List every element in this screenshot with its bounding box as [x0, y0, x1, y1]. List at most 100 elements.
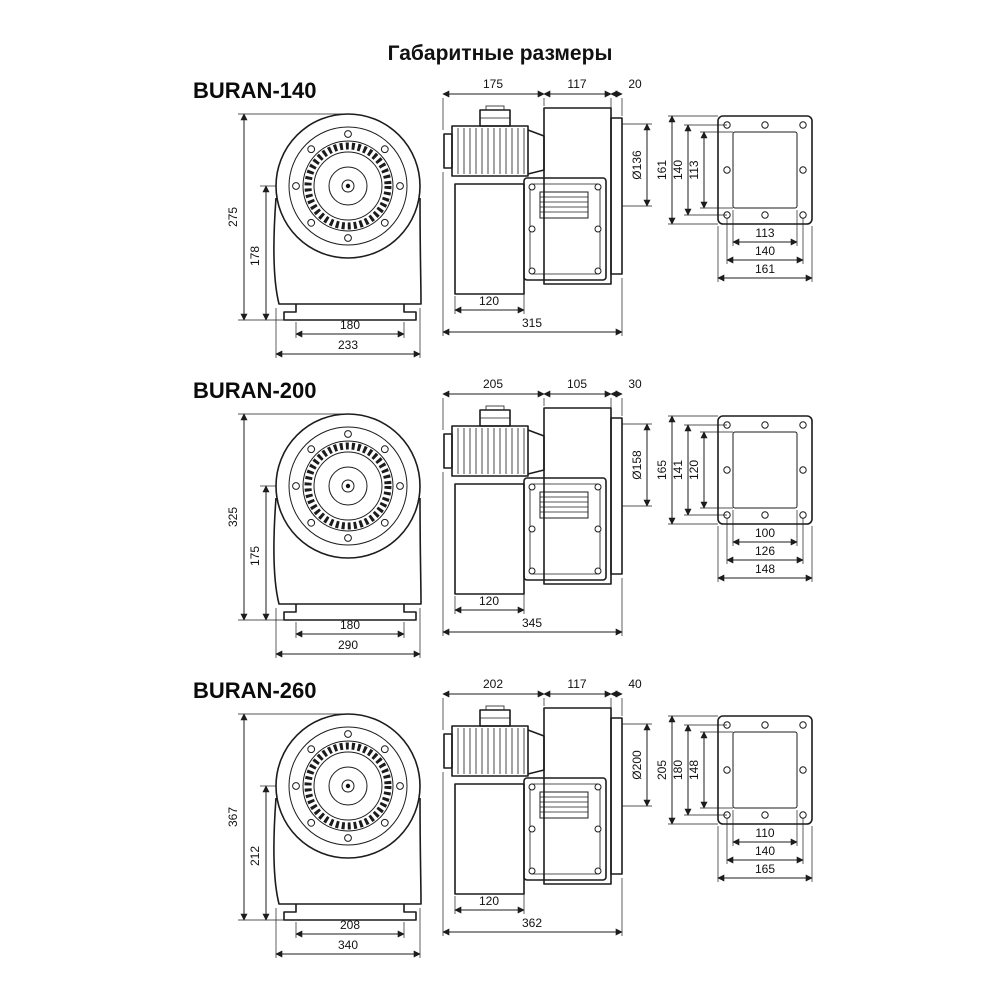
flange-opening [732, 431, 798, 509]
front-width-total-dim: 233 [338, 338, 358, 352]
fan-volute [273, 497, 422, 605]
flange-vert-bolts-dim: 140 [671, 160, 685, 180]
flange-vert-inner-dim: 113 [687, 160, 701, 179]
model-name: BURAN-260 [193, 678, 316, 703]
model-name: BURAN-200 [193, 378, 316, 403]
side-base-length-dim: 120 [479, 294, 499, 308]
side-casing-depth-dim: 117 [567, 677, 586, 691]
front-width-base-dim: 180 [340, 318, 360, 332]
side-total-length-dim: 345 [522, 616, 542, 630]
side-inlet-diameter-dim: Ø158 [630, 450, 644, 480]
back-flange [610, 717, 623, 875]
support-stand [454, 783, 525, 895]
nameplate [539, 791, 589, 819]
flange-vert-outer-dim: 165 [655, 460, 669, 480]
front-height-total-dim: 367 [226, 807, 240, 827]
support-stand [454, 183, 525, 295]
casing-side [543, 407, 612, 585]
flange-plate [523, 777, 607, 881]
side-flange-depth-dim: 20 [628, 77, 642, 91]
motor-body [451, 425, 529, 477]
side-total-length-dim: 315 [522, 316, 542, 330]
side-inlet-diameter-dim: Ø200 [630, 750, 644, 780]
flange-view: 161 140 113 113 140 161 [655, 115, 813, 282]
fan-volute [273, 797, 422, 905]
motor-ribs [457, 128, 525, 174]
side-flange-depth-dim: 40 [628, 677, 642, 691]
front-width-total-dim: 290 [338, 638, 358, 652]
nameplate [539, 191, 589, 219]
flange-horiz-outer-dim: 165 [755, 862, 775, 876]
front-view: 275 178 180 233 [226, 113, 422, 358]
side-casing-depth-dim: 117 [567, 77, 586, 91]
side-casing-depth-dim: 105 [567, 377, 587, 391]
flange-opening [732, 731, 798, 809]
front-height-axis-dim: 212 [248, 846, 262, 866]
side-total-length-dim: 362 [522, 916, 542, 930]
fan-base [283, 304, 417, 321]
flange-horiz-inner-dim: 100 [755, 526, 775, 540]
casing-side [543, 707, 612, 885]
side-motor-length-dim: 175 [483, 77, 503, 91]
front-view: 325 175 180 290 [226, 413, 422, 658]
model-row: BURAN-200 325 175 180 [193, 377, 813, 658]
flange-vert-inner-dim: 120 [687, 460, 701, 480]
motor-end-cap [443, 733, 453, 769]
motor-ribs [457, 728, 525, 774]
flange-horiz-inner-dim: 110 [755, 826, 774, 840]
fan-volute [273, 197, 422, 305]
page-title: Габаритные размеры [387, 42, 613, 65]
side-motor-length-dim: 202 [483, 677, 503, 691]
motor-body [451, 125, 529, 177]
flange-view: 165 141 120 100 126 148 [655, 415, 813, 582]
side-view: 202 117 40 Ø200 120 362 [442, 677, 652, 936]
flange-opening [732, 131, 798, 209]
impeller-teeth-ring [304, 442, 392, 530]
side-base-length-dim: 120 [479, 594, 499, 608]
flange-horiz-bolts-dim: 140 [755, 244, 775, 258]
front-height-total-dim: 325 [226, 507, 240, 527]
side-view: 175 117 20 Ø136 120 315 [442, 77, 652, 336]
front-height-axis-dim: 178 [248, 246, 262, 266]
flange-vert-bolts-dim: 180 [671, 760, 685, 780]
flange-horiz-bolts-dim: 126 [755, 544, 775, 558]
flange-plate [523, 177, 607, 281]
back-flange [610, 417, 623, 575]
flange-outer [717, 115, 813, 225]
flange-horiz-outer-dim: 148 [755, 562, 775, 576]
flange-vert-bolts-dim: 141 [671, 460, 685, 480]
model-row: BURAN-260 367 212 208 [193, 677, 813, 958]
nameplate [539, 491, 589, 519]
flange-horiz-inner-dim: 113 [755, 226, 774, 240]
flange-view: 205 180 148 110 140 165 [655, 715, 813, 882]
motor-end-cap [443, 133, 453, 169]
casing-side [543, 107, 612, 285]
flange-vert-outer-dim: 205 [655, 760, 669, 780]
flange-outer [717, 715, 813, 825]
side-base-length-dim: 120 [479, 894, 499, 908]
front-view: 367 212 208 340 [226, 713, 422, 958]
side-view: 205 105 30 Ø158 120 345 [442, 377, 652, 636]
support-stand [454, 483, 525, 595]
impeller-teeth-ring [304, 142, 392, 230]
flange-vert-inner-dim: 148 [687, 760, 701, 780]
side-flange-depth-dim: 30 [628, 377, 642, 391]
flange-vert-outer-dim: 161 [655, 160, 669, 180]
drawing-rows: BURAN-140 275 178 180 [0, 66, 1000, 966]
side-motor-length-dim: 205 [483, 377, 503, 391]
front-width-total-dim: 340 [338, 938, 358, 952]
motor-body [451, 725, 529, 777]
motor-ribs [457, 428, 525, 474]
back-flange [610, 117, 623, 275]
flange-horiz-outer-dim: 161 [755, 262, 775, 276]
flange-plate [523, 477, 607, 581]
front-height-total-dim: 275 [226, 207, 240, 227]
flange-outer [717, 415, 813, 525]
model-row: BURAN-140 275 178 180 [193, 77, 813, 358]
front-height-axis-dim: 175 [248, 546, 262, 566]
fan-base [283, 604, 417, 621]
model-name: BURAN-140 [193, 78, 316, 103]
front-width-base-dim: 180 [340, 618, 360, 632]
motor-end-cap [443, 433, 453, 469]
